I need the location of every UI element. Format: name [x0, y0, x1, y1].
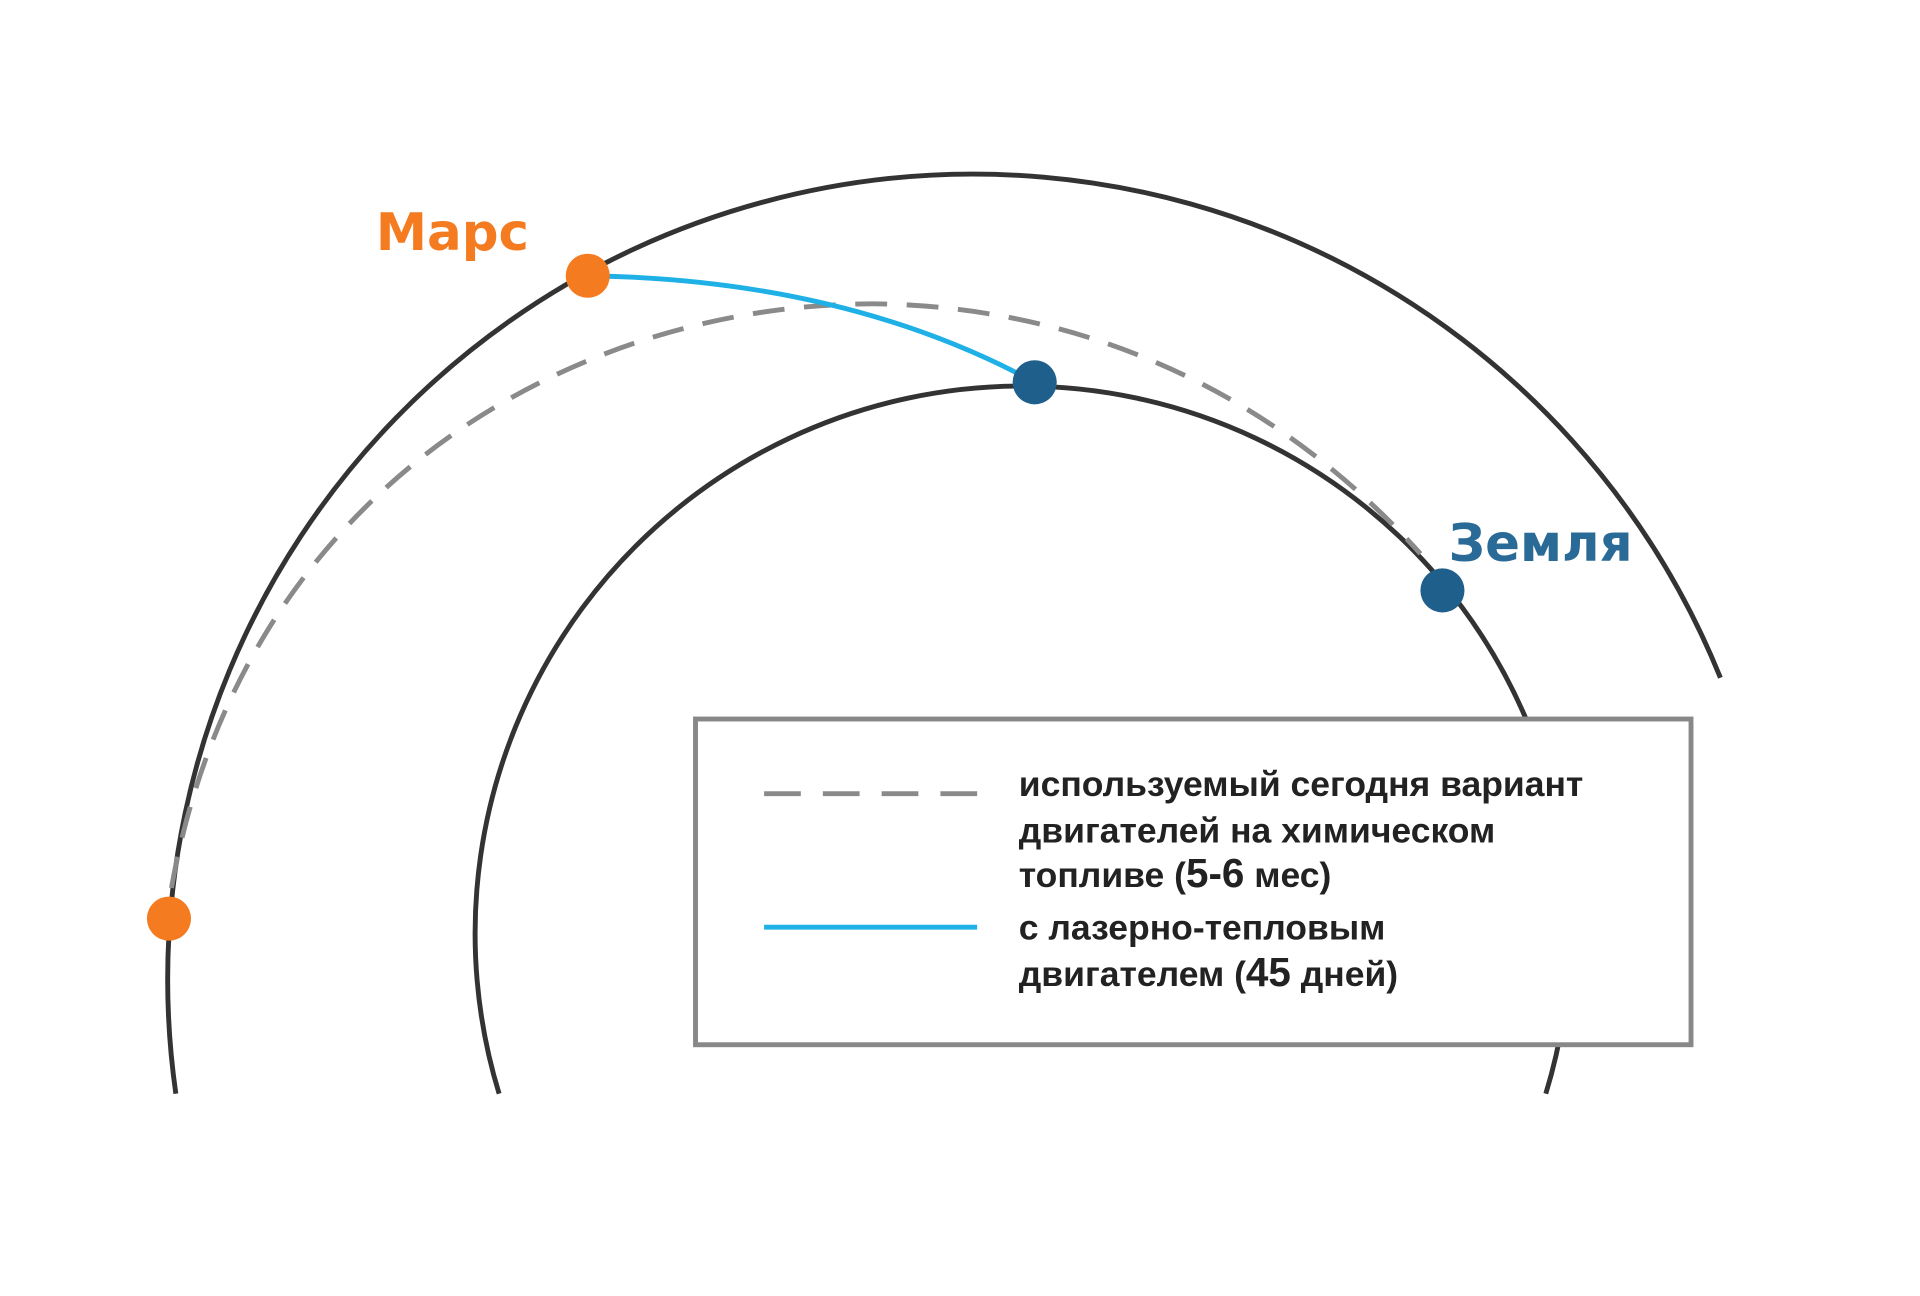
- legend-chemical-line3: топливе (5-6 мес): [1019, 850, 1332, 896]
- earth-point: [1420, 568, 1465, 613]
- legend-box: [693, 716, 1694, 1048]
- earth-laser-point: [1012, 360, 1057, 405]
- legend-laser-line2: двигателем (45 дней): [1019, 949, 1398, 995]
- laser-duration: 45: [1246, 949, 1291, 995]
- earth-label: Земля: [1449, 514, 1633, 574]
- legend: используемый сегодня вариант двигателей …: [693, 716, 1694, 1048]
- mars-label: Марс: [376, 203, 529, 263]
- laser-trajectory: [587, 273, 1036, 385]
- mars-start-point: [146, 896, 192, 941]
- legend-chemical-line1: используемый сегодня вариант: [1019, 764, 1584, 804]
- chemical-trajectory: [169, 301, 1423, 889]
- chemical-duration: 5-6: [1186, 850, 1244, 896]
- legend-laser-line1: с лазерно-тепловым: [1019, 907, 1386, 947]
- legend-chemical-line2: двигателей на химическом: [1019, 811, 1495, 851]
- mars-orbit: [165, 171, 1723, 1095]
- mars-arrival-point: [565, 253, 610, 298]
